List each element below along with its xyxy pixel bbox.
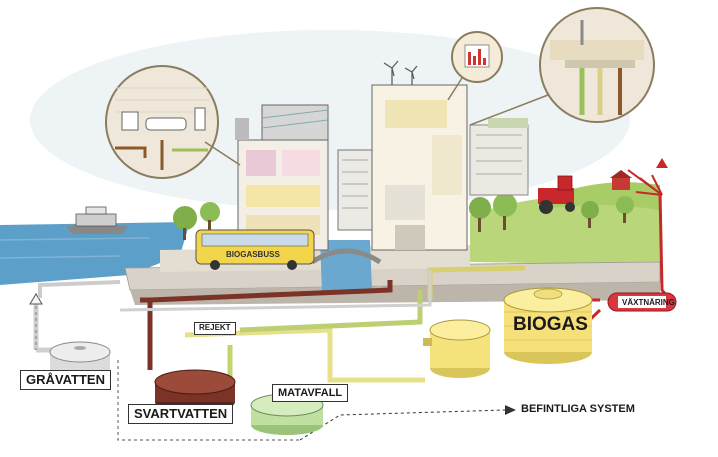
bus-icon xyxy=(195,229,315,270)
tree-icon xyxy=(173,193,634,240)
biogas-label: BIOGAS xyxy=(513,314,588,335)
svartvatten-label: SVARTVATTEN xyxy=(128,404,234,425)
digester-tank xyxy=(423,319,491,378)
biogasbuss-label: BIOGASBUSS xyxy=(226,250,280,259)
wind-turbine-icon xyxy=(383,60,418,85)
gravatten-label: GRÅVATTEN xyxy=(20,370,111,391)
bar-chart-icon xyxy=(447,31,503,101)
kitchen-icon xyxy=(469,7,655,126)
arrow-icon xyxy=(505,405,516,415)
biogas-tank xyxy=(503,287,593,364)
matavfall-label: MATAVFALL xyxy=(272,384,349,403)
befintliga-system-label: BEFINTLIGA SYSTEM xyxy=(521,403,635,415)
vaxtnaring-label: VÄXTNÄRING xyxy=(622,298,675,307)
blackwater-tank xyxy=(154,369,236,413)
boat-icon xyxy=(66,206,128,234)
bathroom-icon xyxy=(105,65,241,179)
nutrient-tank xyxy=(607,292,677,312)
tractor-icon xyxy=(538,175,575,214)
canal xyxy=(310,240,382,292)
rejekt-label: REJEKT xyxy=(194,322,236,335)
barn-icon xyxy=(610,170,632,190)
